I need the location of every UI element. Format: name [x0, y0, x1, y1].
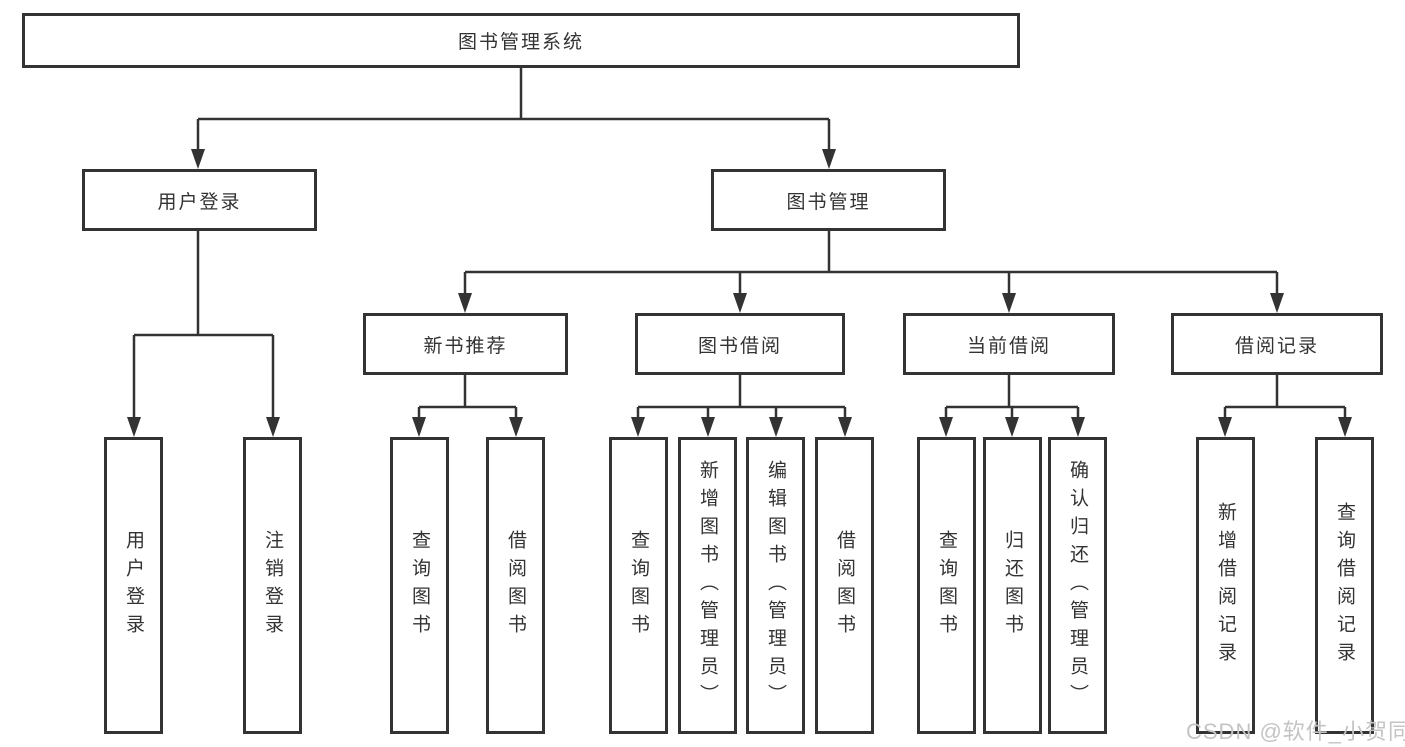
- leaf-user-login: 用户登录: [104, 437, 163, 734]
- node-new-book-recommendation: 新书推荐: [363, 313, 568, 375]
- node-current-borrowing: 当前借阅: [903, 313, 1115, 375]
- leaf-edit-book-admin: 编辑图书（管理员）: [746, 437, 805, 734]
- leaf-borrow-books-borrowing: 借阅图书: [815, 437, 874, 734]
- node-book-management: 图书管理: [711, 169, 946, 231]
- leaf-add-borrow-record: 新增借阅记录: [1196, 437, 1255, 734]
- csdn-watermark: CSDN @软件_小贺同学: [1186, 719, 1405, 744]
- leaf-return-book: 归还图书: [983, 437, 1042, 734]
- leaf-add-book-admin: 新增图书（管理员）: [678, 437, 737, 734]
- leaf-query-books-borrowing: 查询图书: [609, 437, 668, 734]
- leaf-query-borrow-record: 查询借阅记录: [1315, 437, 1374, 734]
- leaf-query-books-current: 查询图书: [917, 437, 976, 734]
- node-book-borrowing: 图书借阅: [635, 313, 845, 375]
- leaf-query-books-recommend: 查询图书: [390, 437, 449, 734]
- leaf-logout: 注销登录: [243, 437, 302, 734]
- leaf-borrow-books-recommend: 借阅图书: [486, 437, 545, 734]
- node-user-login: 用户登录: [82, 169, 317, 231]
- node-library-system: 图书管理系统: [22, 13, 1020, 68]
- leaf-confirm-return-admin: 确认归还（管理员）: [1048, 437, 1107, 734]
- arrowheads: [127, 149, 1352, 437]
- node-borrowing-records: 借阅记录: [1171, 313, 1383, 375]
